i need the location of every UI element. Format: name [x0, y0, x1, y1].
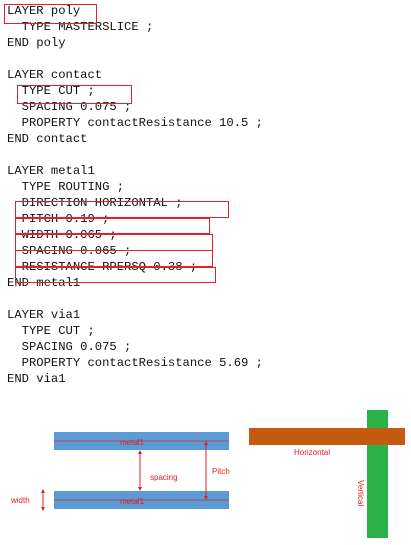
highlight-direction	[15, 201, 229, 218]
highlight-resistance	[15, 267, 216, 283]
code-line: TYPE CUT ;	[7, 84, 95, 98]
code-line: END poly	[7, 36, 66, 50]
horizontal-bar	[249, 428, 405, 445]
vertical-label: Vertical	[356, 480, 365, 506]
code-line: PITCH 0.19 ;	[7, 212, 110, 226]
highlight-spacing	[15, 250, 213, 267]
spacing-label: spacing	[150, 473, 178, 482]
code-line: SPACING 0.075 ;	[7, 340, 132, 354]
width-label: width	[10, 496, 30, 505]
code-line: DIRECTION HORIZONTAL ;	[7, 196, 183, 210]
code-line: PROPERTY contactResistance 5.69 ;	[7, 356, 263, 370]
pitch-label: Pitch	[212, 467, 230, 476]
horizontal-label: Horizontal	[294, 448, 330, 457]
code-line: WIDTH 0.065 ;	[7, 228, 117, 242]
code-line: TYPE ROUTING ;	[7, 180, 125, 194]
metal1-bottom-label: metal1	[120, 497, 145, 506]
code-line: TYPE CUT ;	[7, 324, 95, 338]
code-line: SPACING 0.065 ;	[7, 244, 132, 258]
code-line: LAYER via1	[7, 308, 81, 322]
highlight-pitch	[15, 218, 210, 234]
code-line: LAYER poly	[7, 4, 81, 18]
highlight-type-cut	[17, 85, 132, 104]
code-line: END via1	[7, 372, 66, 386]
lef-code-listing: LAYER poly TYPE MASTERSLICE ; END poly L…	[7, 3, 263, 387]
highlight-layer-poly	[4, 4, 97, 24]
metal1-top-label: metal1	[120, 438, 145, 447]
code-line: LAYER metal1	[7, 164, 95, 178]
code-line: PROPERTY contactResistance 10.5 ;	[7, 116, 263, 130]
code-line: END contact	[7, 132, 88, 146]
code-line: LAYER contact	[7, 68, 103, 82]
code-line: END metal1	[7, 276, 81, 290]
